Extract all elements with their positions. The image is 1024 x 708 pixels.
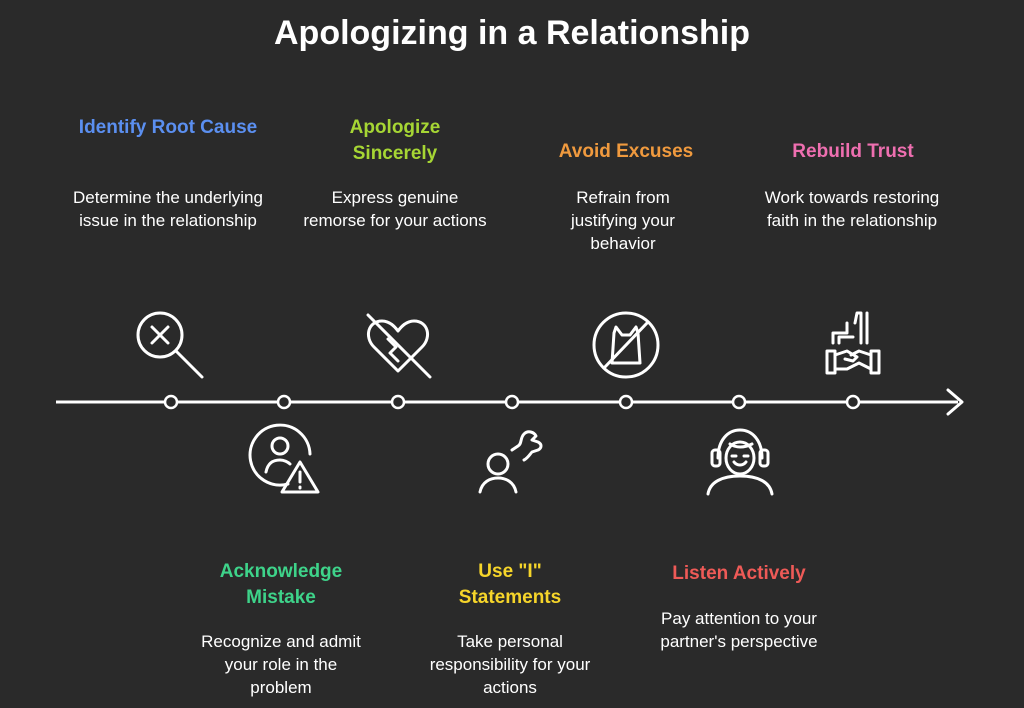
step-desc-apologize-sincerely: Express genuine remorse for your actions (303, 188, 487, 230)
timeline-arrowhead (946, 388, 964, 416)
timeline-node-2 (276, 394, 292, 410)
page-title: Apologizing in a Relationship (274, 14, 750, 52)
search-x-icon (130, 305, 210, 385)
handshake-icon (813, 305, 893, 385)
step-desc-listen-actively: Pay attention to your partner's perspect… (660, 609, 818, 651)
person-speech-icon (472, 420, 552, 500)
user-warning-icon (244, 420, 324, 500)
step-title-rebuild-trust: Rebuild Trust (792, 141, 914, 162)
step-desc-avoid-excuses: Refrain from justifying your behavior (571, 188, 675, 253)
timeline-node-1 (163, 394, 179, 410)
timeline-node-7 (845, 394, 861, 410)
step-title-acknowledge-mistake: Acknowledge Mistake (219, 561, 343, 608)
timeline-node-4 (504, 394, 520, 410)
step-title-apologize-sincerely: Apologize Sincerely (349, 117, 441, 164)
step-title-avoid-excuses: Avoid Excuses (558, 141, 694, 162)
headphones-person-icon (700, 420, 780, 500)
timeline-node-5 (618, 394, 634, 410)
step-desc-use-i-statements: Take personal responsibility for your ac… (429, 632, 591, 697)
step-title-listen-actively: Listen Actively (672, 563, 806, 584)
step-title-use-i-statements: Use "I" Statements (458, 561, 562, 608)
timeline-node-6 (731, 394, 747, 410)
step-desc-acknowledge-mistake: Recognize and admit your role in the pro… (201, 632, 361, 697)
timeline-node-3 (390, 394, 406, 410)
step-desc-rebuild-trust: Work towards restoring faith in the rela… (764, 188, 940, 230)
step-title-identify-root-cause: Identify Root Cause (78, 117, 258, 138)
heart-off-icon (358, 305, 438, 385)
step-desc-identify-root-cause: Determine the underlying issue in the re… (73, 188, 263, 230)
timeline (56, 388, 964, 416)
no-bag-icon (586, 305, 666, 385)
